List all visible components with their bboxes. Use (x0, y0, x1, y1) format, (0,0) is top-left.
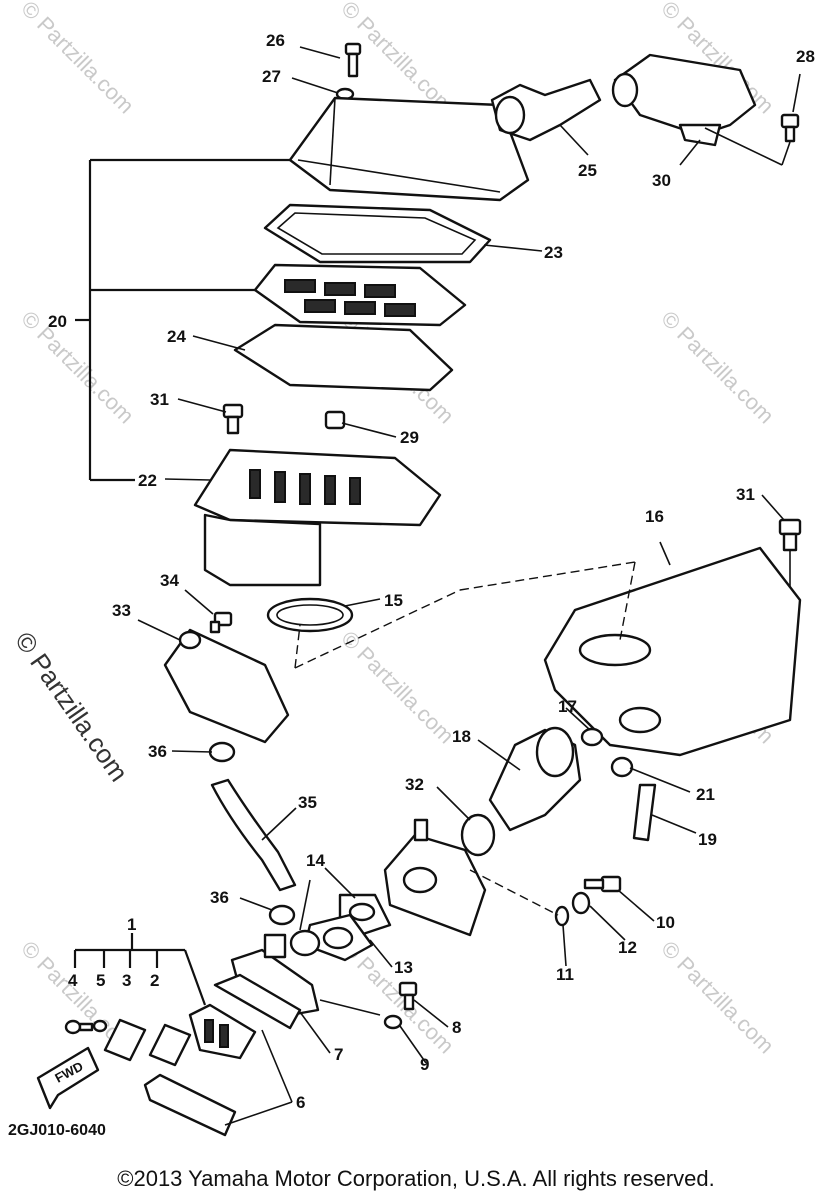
breather-box-33 (163, 628, 290, 744)
joint-25 (490, 78, 602, 142)
air-cleaner-cap (288, 96, 530, 202)
duct-30 (611, 53, 757, 147)
copyright-notice: ©2013 Yamaha Motor Corporation, U.S.A. A… (117, 1166, 715, 1191)
clamp-32 (460, 813, 496, 857)
callout-5: 5 (96, 971, 105, 990)
nut-17 (580, 727, 604, 747)
element-frame (253, 263, 467, 327)
callout-26: 26 (266, 31, 285, 50)
callout-25: 25 (578, 161, 597, 180)
callout-33: 33 (112, 601, 131, 620)
callout-15: 15 (384, 591, 403, 610)
bolt-10 (583, 875, 622, 893)
o-ring-14 (289, 929, 321, 957)
diagram-code: 2GJ010-6040 (8, 1122, 106, 1139)
air-cleaner-case-22 (193, 448, 442, 587)
watermark: © Partzilla.com (656, 306, 779, 429)
callout-2: 2 (150, 971, 159, 990)
callout-36-upper: 36 (148, 742, 167, 761)
bolt-31-upper (222, 403, 244, 435)
callout-3: 3 (122, 971, 131, 990)
callout-32: 32 (405, 775, 424, 794)
watermark: © Partzilla.com (336, 626, 459, 749)
callout-21: 21 (696, 785, 715, 804)
callout-22: 22 (138, 471, 157, 490)
nut-21 (610, 756, 634, 778)
insulator-14 (303, 913, 374, 962)
watermark: © Partzilla.com (656, 936, 779, 1059)
carb-joint-18 (488, 726, 582, 832)
callout-13: 13 (394, 958, 413, 977)
clamp-36-upper (208, 741, 236, 763)
callout-31-right: 31 (736, 485, 755, 504)
washer-9 (383, 1014, 403, 1030)
watermark-large: © Partzilla.com (9, 626, 134, 787)
callout-10: 10 (656, 913, 675, 932)
callout-35: 35 (298, 793, 317, 812)
callout-labels: 1 2 3 4 5 6 7 8 9 10 11 12 13 14 15 16 1… (48, 31, 815, 1112)
callout-36-lower: 36 (210, 888, 229, 907)
callout-8: 8 (452, 1018, 461, 1037)
callout-7: 7 (334, 1045, 343, 1064)
carburetor (383, 818, 487, 937)
callout-27: 27 (262, 67, 281, 86)
pipe-19 (632, 783, 657, 842)
washer-5 (92, 1019, 108, 1033)
gasket-6-upper (213, 973, 302, 1030)
stopper-2 (148, 1023, 192, 1067)
callout-12: 12 (618, 938, 637, 957)
reed-valve-1 (188, 1003, 257, 1060)
bolt-26 (344, 42, 362, 78)
hose-35 (210, 778, 297, 892)
callout-20: 20 (48, 312, 67, 331)
callout-30: 30 (652, 171, 671, 190)
callout-28: 28 (796, 47, 815, 66)
callout-16: 16 (645, 507, 664, 526)
callout-14: 14 (306, 851, 325, 870)
screw-4 (64, 1019, 94, 1035)
washer-12 (571, 891, 591, 915)
callout-11: 11 (556, 965, 574, 984)
bolt-34 (209, 611, 233, 634)
callout-23: 23 (544, 243, 563, 262)
bolt-28 (780, 113, 800, 143)
watermark: © Partzilla.com (16, 306, 139, 429)
element-24 (233, 323, 454, 392)
bolt-8 (398, 981, 418, 1011)
callout-34: 34 (160, 571, 179, 590)
gasket-23 (263, 203, 492, 264)
callout-31-upper: 31 (150, 390, 169, 409)
callout-9: 9 (420, 1055, 429, 1074)
washer-11 (554, 905, 570, 927)
reed-3 (103, 1018, 147, 1062)
callout-4: 4 (68, 971, 78, 990)
clamp-36-lower (268, 904, 296, 926)
callout-29: 29 (400, 428, 419, 447)
callout-18: 18 (452, 727, 471, 746)
callout-17: 17 (558, 697, 577, 716)
part-drawings: FWD (36, 42, 802, 1137)
cap-29 (324, 410, 346, 430)
o-ring-15 (266, 597, 354, 633)
leader-lines (73, 46, 801, 1126)
callout-24: 24 (167, 327, 186, 346)
bolt-31-right (778, 518, 802, 600)
fwd-arrow: FWD (36, 1046, 100, 1110)
callout-6: 6 (296, 1093, 305, 1112)
exploded-parts-diagram: © Partzilla.com © Partzilla.com © Partzi… (8, 0, 815, 1139)
gasket-6-lower (143, 1073, 237, 1137)
watermark: © Partzilla.com (16, 0, 139, 118)
intake-silencer-16 (543, 546, 802, 757)
callout-1: 1 (127, 915, 136, 934)
callout-19: 19 (698, 830, 717, 849)
